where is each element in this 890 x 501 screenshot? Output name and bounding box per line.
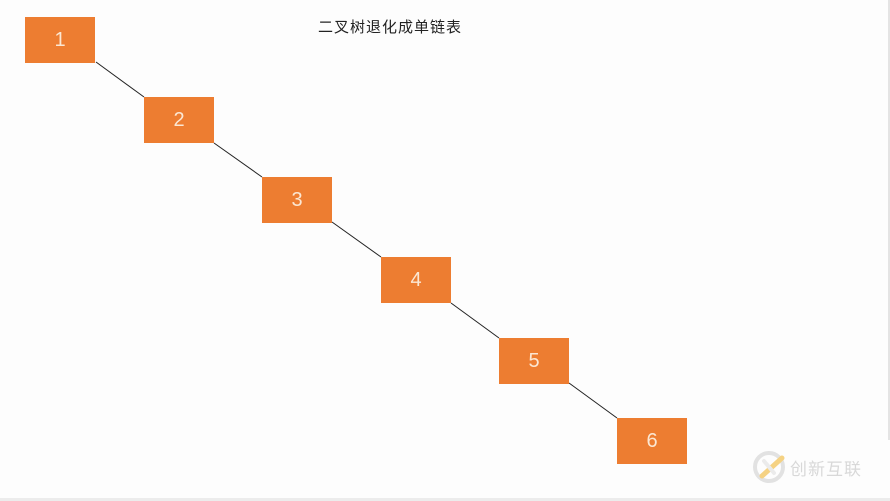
tree-node-1: 1 (25, 17, 95, 63)
diagram-title: 二叉树退化成单链表 (318, 18, 463, 36)
logo-x-icon (753, 451, 785, 483)
tree-node-5: 5 (499, 338, 569, 384)
watermark-text: 创新互联 (790, 459, 862, 480)
tree-node-6: 6 (617, 418, 687, 464)
bottom-border (0, 498, 890, 501)
watermark: 创新互联 (752, 450, 862, 484)
tree-node-4: 4 (381, 257, 451, 303)
edge-3-4 (331, 221, 382, 258)
edge-5-6 (568, 382, 618, 419)
edge-4-5 (450, 302, 500, 339)
tree-node-3: 3 (262, 177, 332, 223)
tree-node-2: 2 (144, 97, 214, 143)
diagram-canvas: 二叉树退化成单链表 1 2 3 4 5 6 (25, 17, 687, 464)
right-border (888, 0, 890, 440)
edge-2-3 (213, 142, 263, 178)
edge-1-2 (95, 61, 145, 98)
